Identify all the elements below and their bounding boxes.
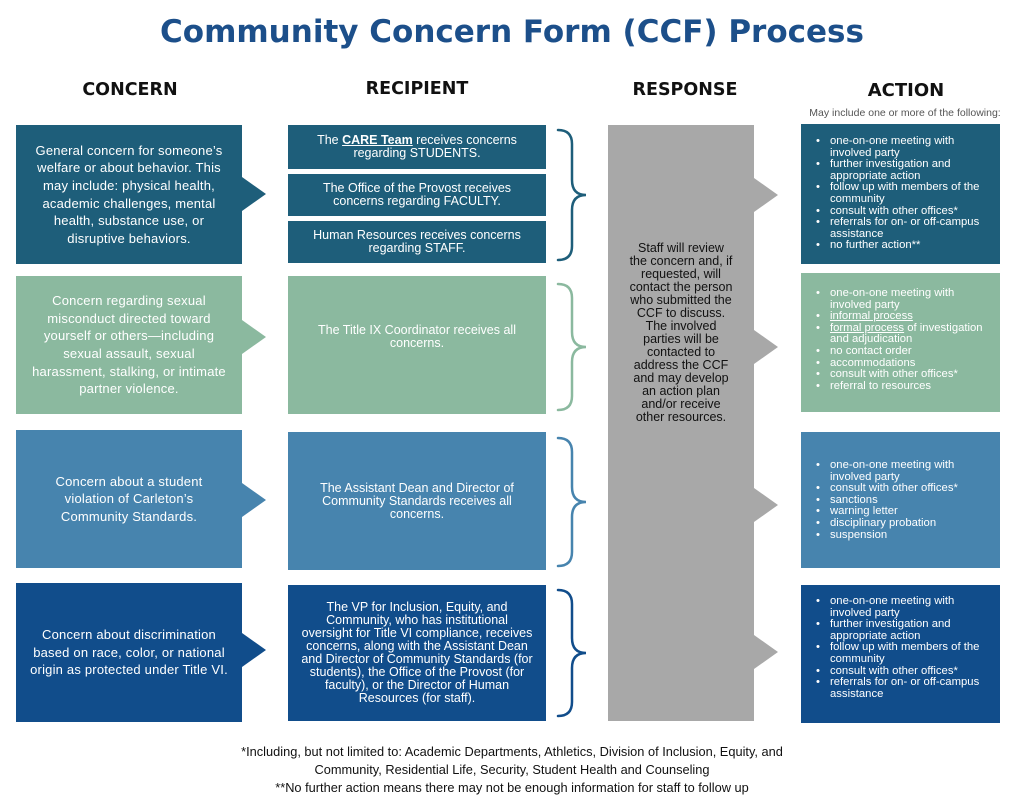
concern-text: Concern regarding sexual misconduct dire… <box>32 293 226 397</box>
recipient-text-suffix: receives concerns regarding STUDENTS. <box>353 133 517 160</box>
action-note: May include one or more of the following… <box>809 107 1001 119</box>
footnote-line-3: **No further action means there may not … <box>275 780 749 795</box>
action-item: referrals for on- or off-campus assistan… <box>816 216 994 240</box>
action-list: one-on-one meeting with involved party f… <box>816 595 994 700</box>
action-list: one-on-one meeting with involved party f… <box>816 135 994 252</box>
brace-icon <box>556 436 587 568</box>
action-item: suspension <box>816 529 994 542</box>
recipient-box-hr: Human Resources receives concerns regard… <box>288 221 546 263</box>
recipient-box-provost: The Office of the Provost receives conce… <box>288 174 546 216</box>
recipient-text: The Office of the Provost receives conce… <box>322 181 512 208</box>
action-item: consult with other offices* <box>816 665 994 678</box>
action-item: one-on-one meeting with involved party <box>816 287 994 311</box>
arrow-right-icon <box>754 178 778 212</box>
action-item: one-on-one meeting with involved party <box>816 135 994 159</box>
concern-box-title-vi: Concern about discrimination based on ra… <box>16 583 242 722</box>
footnote-line-2: Community, Residential Life, Security, S… <box>314 762 710 777</box>
concern-text: Concern about discrimination based on ra… <box>30 627 228 678</box>
response-text: Staff will review the concern and, if re… <box>629 241 733 424</box>
action-item: no contact order <box>816 345 994 358</box>
arrow-right-icon <box>242 320 266 354</box>
action-list: one-on-one meeting with involved party i… <box>816 287 994 393</box>
action-item: no further action** <box>816 240 994 252</box>
arrow-right-icon <box>242 177 266 211</box>
brace-icon <box>556 588 587 718</box>
action-item: consult with other offices* <box>816 205 994 218</box>
action-item: referral to resources <box>816 380 994 393</box>
concern-box-community-standards: Concern about a student violation of Car… <box>16 430 242 568</box>
action-item: disciplinary probation <box>816 517 994 530</box>
arrow-right-icon <box>754 635 778 669</box>
footnote-line-1: *Including, but not limited to: Academic… <box>241 744 783 759</box>
recipient-box-care-team: The CARE Team receives concerns regardin… <box>288 125 546 169</box>
arrow-right-icon <box>754 330 778 364</box>
action-item: consult with other offices* <box>816 369 994 381</box>
concern-box-general: General concern for someone’s welfare or… <box>16 125 242 264</box>
arrow-right-icon <box>242 633 266 667</box>
action-item: follow up with members of the community <box>816 182 994 205</box>
action-item: accommodations <box>816 357 994 370</box>
concern-text: Concern about a student violation of Car… <box>55 473 203 524</box>
recipient-text: The Assistant Dean and Director of Commu… <box>320 480 514 521</box>
action-list: one-on-one meeting with involved party c… <box>816 459 994 542</box>
action-box-title-vi: one-on-one meeting with involved party f… <box>801 585 1000 723</box>
column-header-concern: CONCERN <box>82 80 178 100</box>
recipient-box-assistant-dean: The Assistant Dean and Director of Commu… <box>288 432 546 570</box>
column-header-action: ACTION <box>867 80 945 101</box>
concern-box-sexual-misconduct: Concern regarding sexual misconduct dire… <box>16 276 242 414</box>
action-item: referrals for on- or off-campus assistan… <box>816 676 994 700</box>
recipient-box-vp: The VP for Inclusion, Equity, and Commun… <box>288 585 546 721</box>
recipient-text: The CARE Team receives concerns regardin… <box>300 134 534 160</box>
informal-process-link[interactable]: informal process <box>830 310 913 323</box>
action-item: one-on-one meeting with involved party <box>816 459 994 483</box>
recipient-text-prefix: The <box>317 133 343 147</box>
column-header-recipient: RECIPIENT <box>365 79 469 99</box>
recipient-box-title-ix: The Title IX Coordinator receives all co… <box>288 276 546 414</box>
arrow-right-icon <box>242 483 266 517</box>
response-bar <box>608 125 754 721</box>
recipient-text: The Title IX Coordinator receives all co… <box>317 323 516 350</box>
action-box-general: one-on-one meeting with involved party f… <box>801 124 1000 264</box>
action-item: follow up with members of the community <box>816 642 994 665</box>
action-item: consult with other offices* <box>816 483 994 495</box>
formal-process-link[interactable]: formal process <box>830 321 905 334</box>
brace-icon <box>556 128 587 262</box>
action-box-sexual-misconduct: one-on-one meeting with involved party i… <box>801 273 1000 412</box>
arrow-right-icon <box>754 488 778 522</box>
action-item: further investigation and appropriate ac… <box>816 618 994 642</box>
column-header-response: RESPONSE <box>632 80 738 100</box>
action-item: warning letter <box>816 506 994 518</box>
action-item: one-on-one meeting with involved party <box>816 595 994 619</box>
brace-icon <box>556 282 587 412</box>
recipient-text: The VP for Inclusion, Equity, and Commun… <box>301 600 533 705</box>
page-title: Community Concern Form (CCF) Process <box>160 14 864 50</box>
action-box-community-standards: one-on-one meeting with involved party c… <box>801 432 1000 568</box>
care-team-link[interactable]: CARE Team <box>342 133 413 147</box>
action-item: further investigation and appropriate ac… <box>816 158 994 182</box>
recipient-text: Human Resources receives concerns regard… <box>313 228 521 255</box>
concern-text: General concern for someone’s welfare or… <box>35 142 223 246</box>
action-item: informal process <box>816 310 994 323</box>
action-item: formal process of investigation and adju… <box>816 321 994 346</box>
action-item: sanctions <box>816 494 994 507</box>
action-item-text: of investigation and adjudication <box>830 321 983 346</box>
